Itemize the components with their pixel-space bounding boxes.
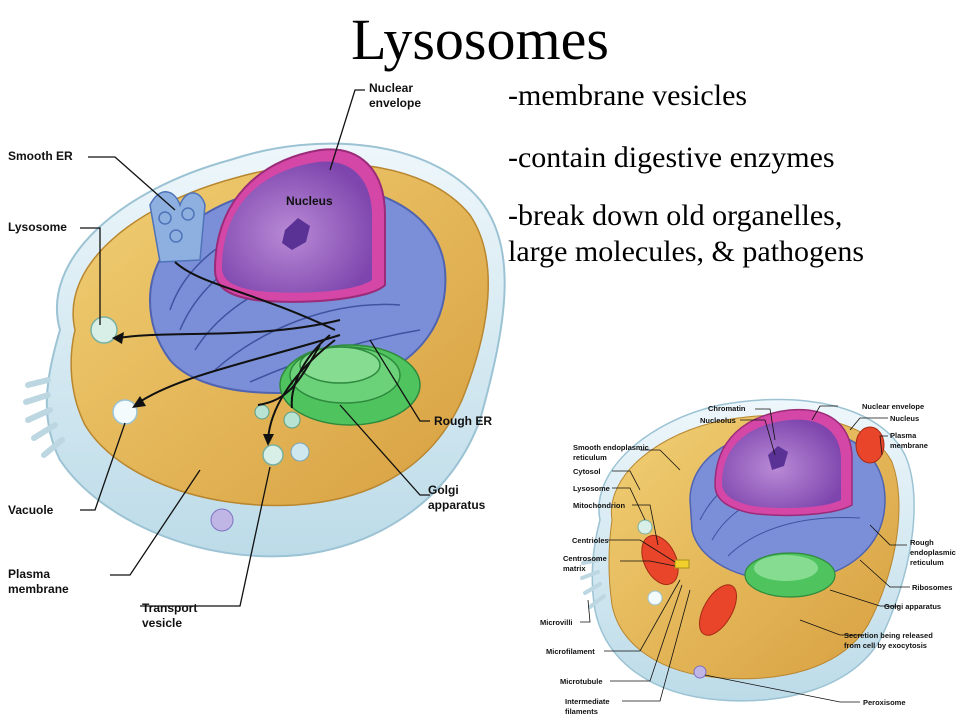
large-lysosome-shape [90,316,118,344]
large-golgi-shape [279,344,421,426]
small-label-nuclear-envelope: Nuclear envelope [862,402,924,411]
large-vesicle-4 [210,508,234,532]
small-label-lysosome: Lysosome [573,484,610,493]
small-label-centrosome-2: matrix [563,564,586,573]
small-label-golgi: Golgi apparatus [884,602,941,611]
small-cell-diagram: Chromatin Nucleolus Nuclear envelope Nuc… [540,398,956,716]
small-label-rough-er-2: endoplasmic [910,548,956,557]
large-label-nuclear-envelope-1: Nuclear [369,81,413,95]
bullet-list: -membrane vesicles -contain digestive en… [508,78,958,296]
small-golgi-inner [754,555,818,581]
small-mitochondrion-2 [698,584,738,636]
large-label-nucleus: Nucleus [286,194,333,208]
small-centrioles-shape [674,559,690,569]
large-label-transport-vesicle-1: Transport [142,601,197,615]
small-leader-lines [580,405,910,703]
small-label-chromatin: Chromatin [708,404,746,413]
large-pathway-arrows [117,261,341,441]
large-vacuole-shape [112,399,138,425]
small-label-intermediate-1: Intermediate [565,697,610,706]
small-label-plasma-membrane-2: membrane [890,441,928,450]
bullet-break-down: -break down old organelles, large molecu… [508,198,958,270]
small-vesicle [647,590,663,606]
large-label-rough-er: Rough ER [434,414,492,428]
small-label-peroxisome: Peroxisome [863,698,906,707]
small-label-plasma-membrane-1: Plasma [890,431,917,440]
large-vesicle-1 [254,404,270,420]
large-label-lysosome: Lysosome [8,220,67,234]
bullet-break-down-line2: large molecules, & pathogens [508,235,865,268]
large-label-plasma-membrane-1: Plasma [8,567,50,581]
large-label-golgi-1: Golgi [428,483,459,497]
small-label-microfilament: Microfilament [546,647,595,656]
large-label-smooth-er: Smooth ER [8,149,73,163]
small-label-nucleolus: Nucleolus [700,416,736,425]
large-label-plasma-membrane-2: membrane [8,582,69,596]
small-label-mitochondrion: Mitochondrion [573,501,625,510]
small-label-centrosome-1: Centrosome [563,554,607,563]
large-label-golgi-2: apparatus [428,498,486,512]
large-label-nuclear-envelope-2: envelope [369,96,421,110]
small-label-centrioles: Centrioles [572,536,609,545]
bullet-break-down-line1: -break down old organelles, [508,199,843,232]
slide-title: Lysosomes [351,7,609,72]
small-label-cytosol: Cytosol [573,467,601,476]
large-cell-diagram: Nuclear envelope Nucleus Smooth ER Lysos… [8,81,506,630]
large-leader-lines [80,89,430,607]
small-label-microtubule: Microtubule [560,677,603,686]
large-vesicle-2 [283,411,301,429]
small-label-rough-er-3: reticulum [910,558,944,567]
large-nucleolus-shape [282,218,310,250]
small-mitochondrion-3 [855,426,885,464]
small-peroxisome-shape [693,665,707,679]
large-label-transport-vesicle-2: vesicle [142,616,182,630]
small-label-smooth-er-2: reticulum [573,453,607,462]
small-lysosome-shape [637,519,653,535]
small-label-ribosomes: Ribosomes [912,583,952,592]
small-mitochondrion-1 [641,534,679,586]
bullet-digestive-enzymes: -contain digestive enzymes [508,141,835,174]
small-label-intermediate-2: filaments [565,707,598,716]
small-label-secretion-2: from cell by exocytosis [844,641,927,650]
small-label-nucleus: Nucleus [890,414,919,423]
large-vesicle-3 [290,442,310,462]
large-smooth-er-shape [149,191,206,263]
small-nucleolus-shape [768,446,788,470]
small-microvilli [580,558,606,609]
small-label-microvilli: Microvilli [540,618,573,627]
large-label-vacuole: Vacuole [8,503,54,517]
large-microvilli [23,377,65,458]
small-label-smooth-er-1: Smooth endoplasmic [573,443,649,452]
large-transport-vesicle-shape [262,444,284,466]
small-label-rough-er-1: Rough [910,538,934,547]
bullet-membrane-vesicles: -membrane vesicles [508,79,748,112]
small-label-secretion-1: Secretion being released [844,631,933,640]
large-arrowheads [112,332,274,446]
